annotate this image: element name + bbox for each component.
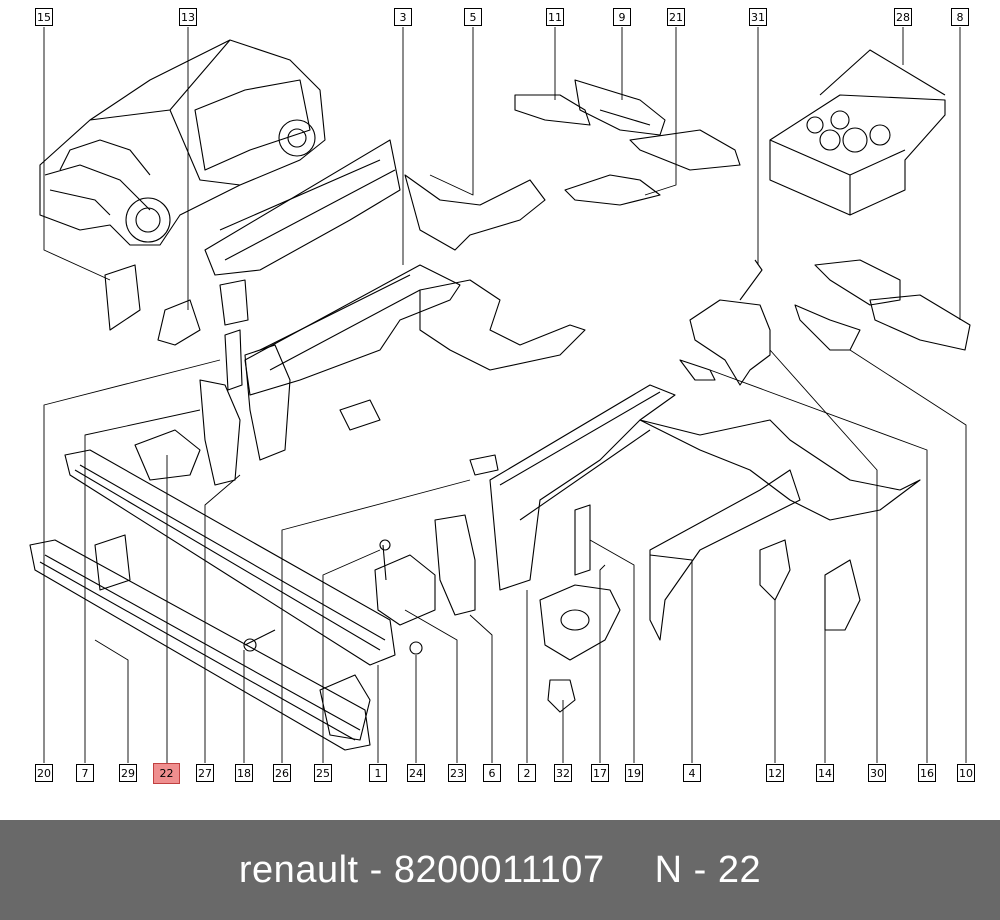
callout-box: 23 <box>448 764 466 782</box>
callout-box: 16 <box>918 764 936 782</box>
left-brackets <box>104 264 499 486</box>
callout-box: 15 <box>35 8 53 26</box>
callout-box: 11 <box>546 8 564 26</box>
callout-box: 26 <box>273 764 291 782</box>
parts-exploded-diagram: 15 13 3 5 11 9 21 31 28 8 20 7 29 22 27 … <box>29 8 975 784</box>
callout-box: 12 <box>766 764 784 782</box>
brand-name: renault <box>238 848 359 891</box>
callout-box: 27 <box>196 764 214 782</box>
callout-box: 19 <box>625 764 643 782</box>
separator: - <box>369 848 383 891</box>
hardware-kit-box <box>769 49 946 216</box>
callout-box: 20 <box>35 764 53 782</box>
car-illustration <box>39 39 326 246</box>
callout-box: 17 <box>591 764 609 782</box>
part-info-footer: renault - 8200011107 N - 22 <box>0 820 1000 920</box>
callout-box: 28 <box>894 8 912 26</box>
callout-box: 9 <box>613 8 631 26</box>
callout-box: 10 <box>957 764 975 782</box>
callout-box: 32 <box>554 764 572 782</box>
callout-box: 18 <box>235 764 253 782</box>
callout-box: 4 <box>683 764 701 782</box>
diagram-drawing <box>29 27 971 763</box>
callout-box: 1 <box>369 764 387 782</box>
position-label: N <box>654 848 683 891</box>
callout-box: 6 <box>483 764 501 782</box>
callout-box: 30 <box>868 764 886 782</box>
callout-box: 8 <box>951 8 969 26</box>
callout-box: 21 <box>667 8 685 26</box>
callout-box: 29 <box>119 764 137 782</box>
callout-box: 25 <box>314 764 332 782</box>
separator: - <box>693 848 707 891</box>
part-number: 8200011107 <box>393 848 605 891</box>
callout-box: 14 <box>816 764 834 782</box>
position-number: 22 <box>717 848 762 891</box>
callout-box-highlighted: 22 <box>153 763 180 784</box>
right-brackets <box>679 259 971 386</box>
callout-box: 2 <box>518 764 536 782</box>
leader-lines <box>43 27 967 763</box>
callout-box: 13 <box>179 8 197 26</box>
callout-box: 31 <box>749 8 767 26</box>
callout-box: 24 <box>407 764 425 782</box>
callout-box: 3 <box>394 8 412 26</box>
callout-box: 7 <box>76 764 94 782</box>
upper-rail-parts <box>204 79 741 396</box>
lower-rail-parts <box>489 384 921 713</box>
callout-box: 5 <box>464 8 482 26</box>
bumper-beams <box>29 449 476 751</box>
